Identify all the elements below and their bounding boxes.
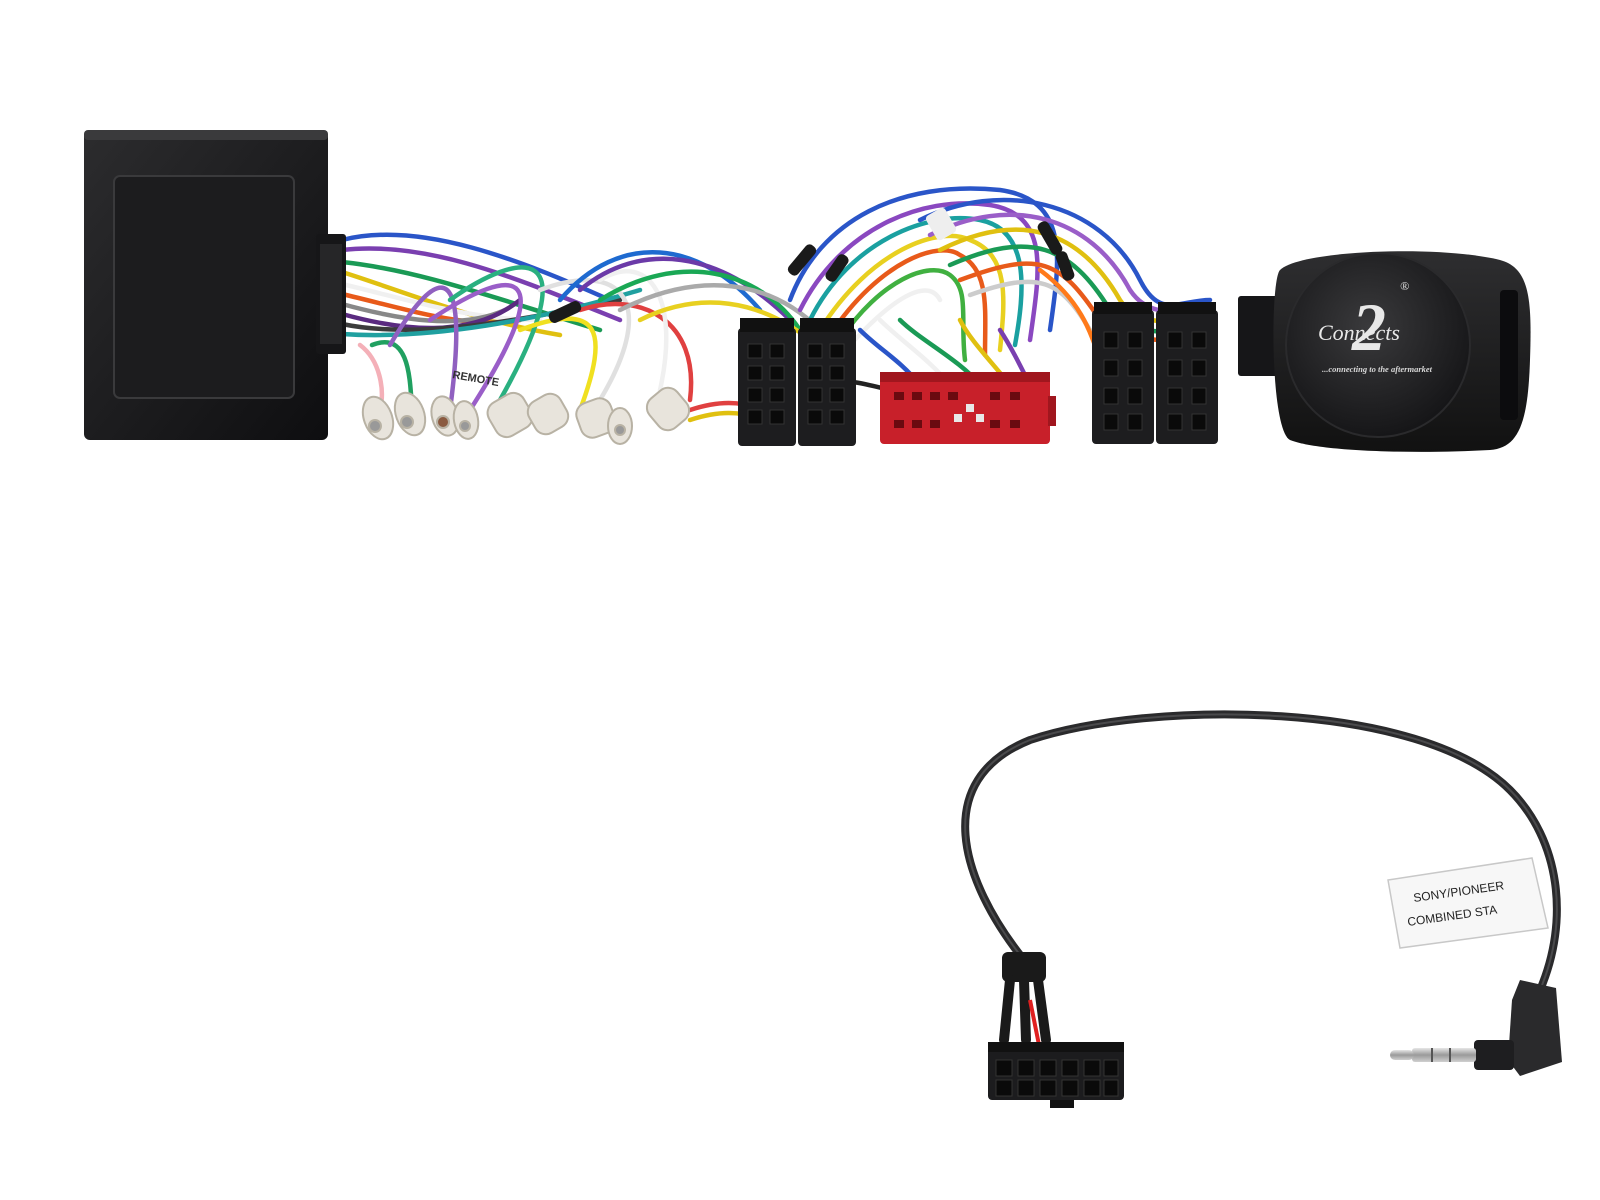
brand-wordmark: Connects	[1318, 320, 1400, 345]
ring-terminals	[361, 386, 691, 445]
brand-logo: 2 Connects ® ...connecting to the afterm…	[1318, 279, 1433, 374]
steering-lead-cable	[961, 710, 1561, 994]
lead-wire-sleeves	[999, 952, 1051, 1051]
cable-label-tag: SONY/PIONEER COMBINED STA	[1387, 857, 1549, 949]
red-fakra-connector	[880, 372, 1056, 444]
brand-tagline: ...connecting to the aftermarket	[1322, 364, 1433, 374]
brand-digit: 2	[1351, 289, 1386, 365]
connects2-module	[1238, 251, 1531, 452]
heat-shrink-sleeves	[548, 207, 1075, 323]
interface-box	[84, 130, 346, 440]
iso-connector-black-left	[738, 318, 856, 446]
audio-jack-3-5mm	[1390, 980, 1562, 1076]
molex-12pin-connector	[988, 1042, 1124, 1108]
brand-registered: ®	[1400, 279, 1409, 293]
iso-connector-black-right	[1092, 302, 1218, 444]
